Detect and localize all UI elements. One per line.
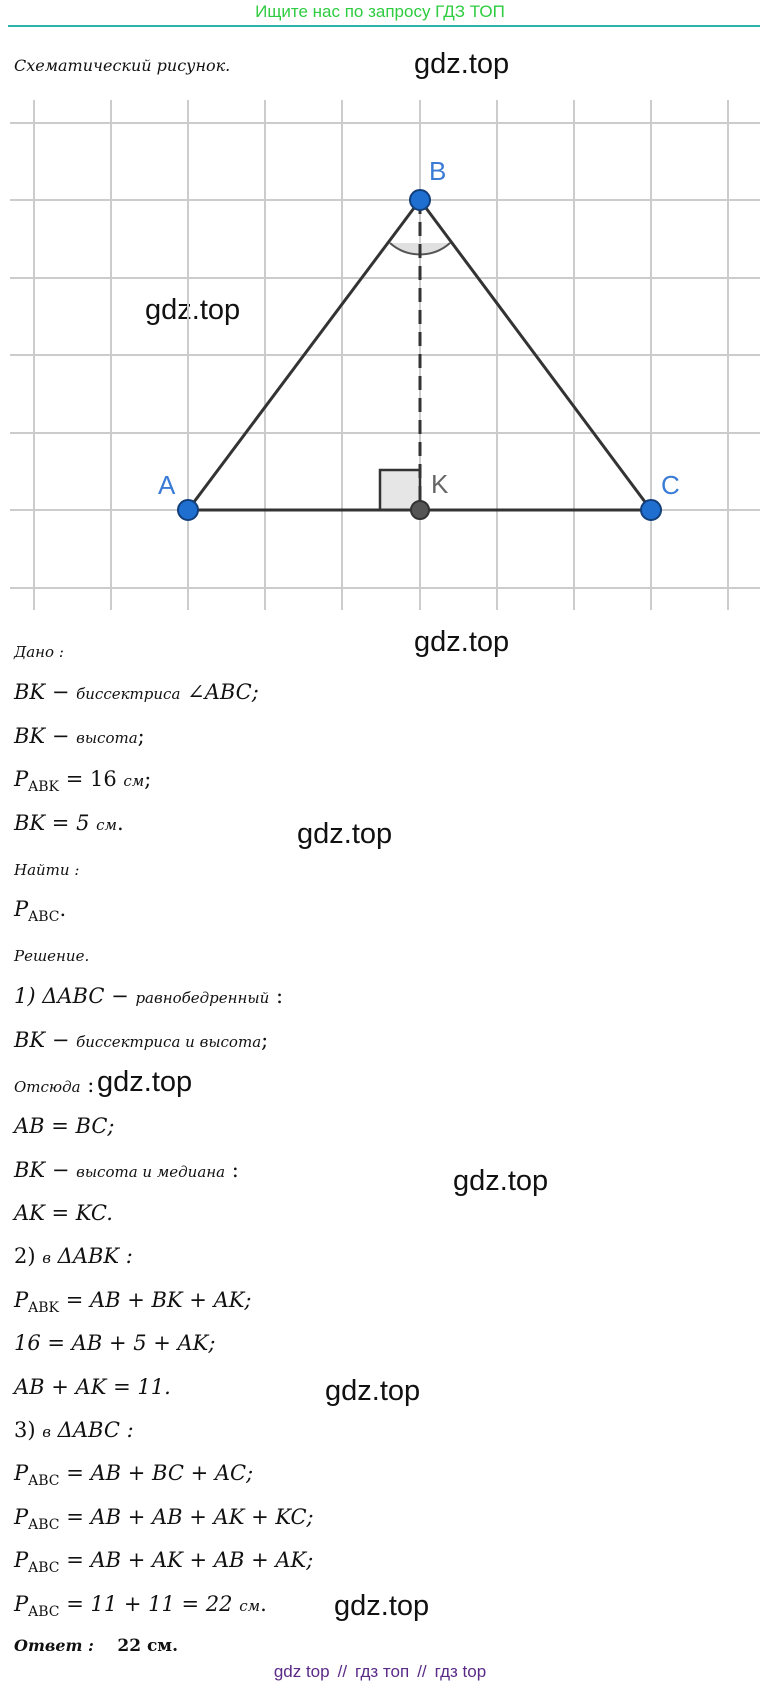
label-k: K [431, 469, 449, 499]
point-b [409, 189, 431, 211]
solution-line: PABC = AB + AB + AK + KC; [14, 1505, 314, 1534]
watermark: gdz.top [453, 1165, 549, 1197]
label-a: A [158, 470, 176, 500]
point-c [640, 499, 662, 521]
label-c: C [661, 470, 680, 500]
watermark: gdz.top [414, 48, 510, 80]
given-line: BK = 5 см. [14, 811, 124, 835]
point-a [177, 499, 199, 521]
solution-line: AK = KC. [14, 1201, 113, 1225]
footer-links: gdz top // гдз топ // гдз top [0, 1662, 760, 1682]
watermark: gdz.top [97, 1066, 193, 1098]
grid [10, 100, 760, 610]
watermark: gdz.top [334, 1590, 430, 1622]
solution-line: 1) ΔABC − равнобедренный : [14, 984, 284, 1008]
footer-link-gdz-top[interactable]: gdz top [273, 1662, 330, 1681]
solution-line: PABC = 11 + 11 = 22 см. [14, 1592, 267, 1621]
solution-line: BK − высота и медиана : [14, 1158, 239, 1182]
search-banner: Ищите нас по запросу ГДЗ ТОП [255, 2, 505, 21]
label-b: B [429, 156, 446, 186]
watermark: gdz.top [145, 294, 241, 326]
answer: Ответ : 22 см. [14, 1636, 178, 1656]
given-line: PABK = 16 см; [14, 767, 152, 796]
footer-link-gdz-top-ru[interactable]: гдз топ [355, 1662, 410, 1681]
solution-line: AB = BC; [14, 1114, 115, 1138]
watermark: gdz.top [325, 1375, 421, 1407]
banner-divider [8, 25, 760, 27]
answer-value: 22 см. [117, 1636, 178, 1656]
footer-link-gdz-top-mixed[interactable]: гдз top [434, 1662, 487, 1681]
answer-label: Ответ : [14, 1636, 94, 1655]
find-line: PABC. [14, 897, 67, 926]
solution-line: AB + AK = 11. [14, 1375, 171, 1399]
watermark: gdz.top [297, 818, 393, 850]
find-heading: Найти : [14, 861, 80, 879]
solution-line: 2) в ΔABK : [14, 1244, 133, 1268]
given-heading: Дано : [14, 643, 64, 661]
figure-caption: Схематический рисунок. [14, 56, 231, 75]
footer-separator: // [417, 1662, 427, 1681]
given-line: BK − высота; [14, 724, 145, 748]
solution-line: Отсюда : [14, 1073, 95, 1097]
side-ab [186, 199, 422, 511]
triangle-diagram: A B C K [10, 100, 760, 610]
given-line: BK − биссектриса ∠ABC; [14, 680, 259, 704]
solution-line: BK − биссектриса и высота; [14, 1028, 269, 1052]
point-k [410, 500, 430, 520]
footer-separator: // [337, 1662, 348, 1681]
solution-line: PABK = AB + BK + AK; [14, 1288, 252, 1317]
solution-heading: Решение. [14, 947, 90, 965]
solution-line: 3) в ΔABC : [14, 1418, 134, 1442]
solution-line: 16 = AB + 5 + AK; [14, 1331, 216, 1355]
solution-line: PABC = AB + AK + AB + AK; [14, 1548, 314, 1577]
side-bc [418, 199, 653, 511]
watermark: gdz.top [414, 626, 510, 658]
solution-line: PABC = AB + BC + AC; [14, 1461, 254, 1490]
